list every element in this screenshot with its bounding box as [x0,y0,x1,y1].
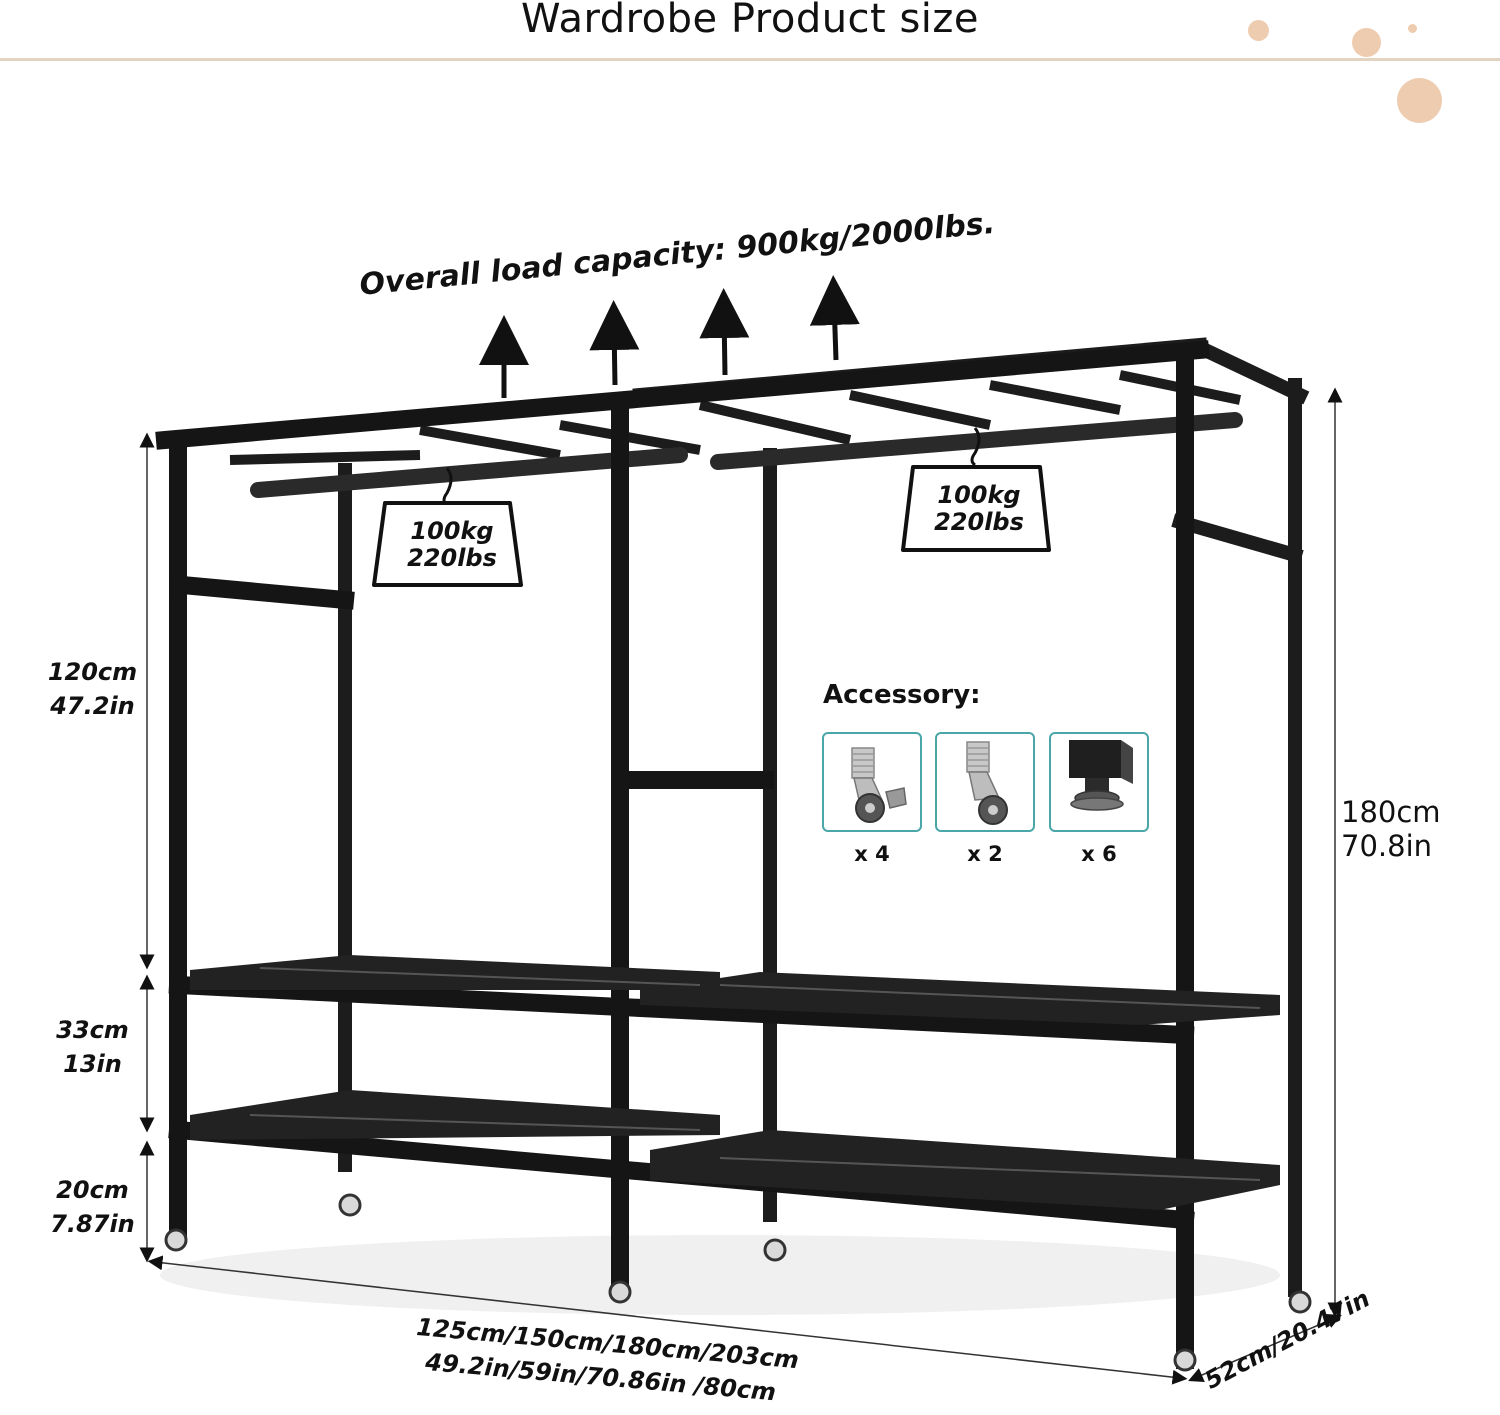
caster-wheel-icon [935,732,1035,832]
accessory-title: Accessory: [823,680,981,710]
title-divider [0,58,1500,61]
bottom-clearance-label: 20cm 7.87in [40,1173,145,1241]
decorative-dot [1397,78,1442,123]
hanging-height-label: 120cm 47.2in [40,655,145,723]
dim-in: 13in [63,1050,122,1078]
dim-cm: 33cm [56,1016,129,1044]
shelf-gap-label: 33cm 13in [40,1013,145,1081]
dim-in: 7.87in [50,1210,135,1238]
hanging-rods [250,412,1243,498]
total-height-label: 180cm 70.8in [1341,795,1441,863]
brake-caster-wheel-icon [822,732,922,832]
accessory-qty: x 6 [1081,842,1117,866]
accessory-qty: x 4 [854,842,890,866]
weight-tag-right: 100kg 220lbs [917,482,1041,536]
dim-cm: 120cm [47,658,138,686]
dim-cm: 180cm [1341,795,1441,829]
weight-tags [372,465,1051,587]
floor-shadow [160,1235,1280,1315]
weight-tag-left: 100kg 220lbs [390,518,514,572]
accessory-qty: x 2 [967,842,1003,866]
decorative-dot [1352,28,1381,57]
top-slats [229,370,1242,465]
weight-lbs: 220lbs [407,544,497,572]
adjustable-foot-icon [1049,732,1149,832]
dimension-lines [139,387,1343,1385]
load-arrows [479,275,860,398]
decorative-dot [1248,20,1269,41]
shelves [190,955,1280,1210]
dim-in: 47.2in [50,692,135,720]
dim-cm: 20cm [56,1176,129,1204]
dim-in: 70.8in [1341,829,1433,863]
weight-kg: 100kg [937,481,1021,509]
page-title: Wardrobe Product size [520,0,980,42]
weight-kg: 100kg [410,517,494,545]
weight-lbs: 220lbs [934,508,1024,536]
decorative-dot [1408,24,1417,33]
